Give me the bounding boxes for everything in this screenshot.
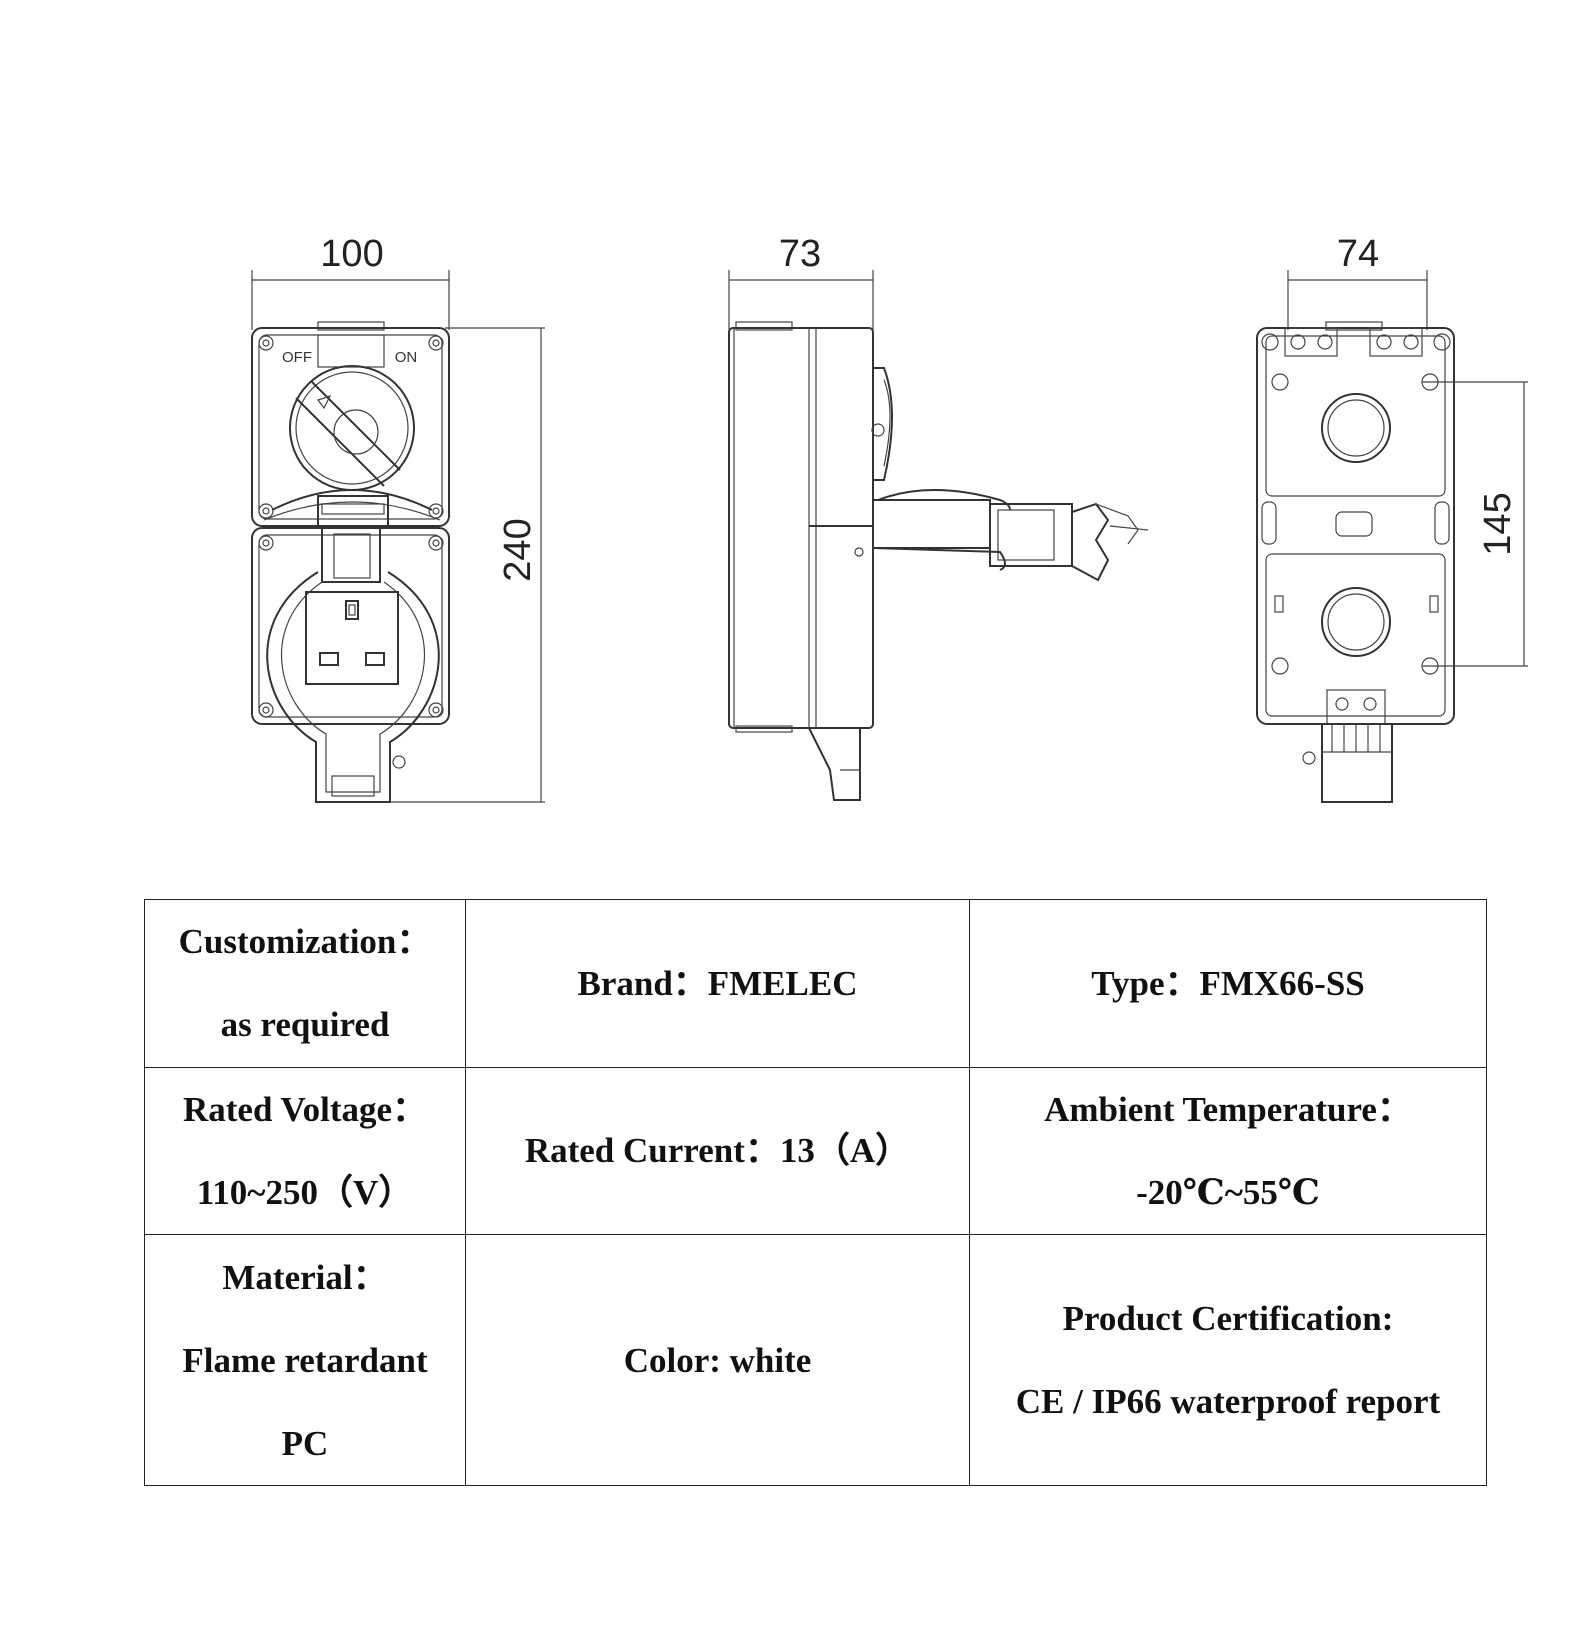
rated-voltage-label: Rated Voltage： xyxy=(182,1089,428,1129)
side-width-dimension: 73 xyxy=(779,233,821,275)
switch-on-label: ON xyxy=(395,349,418,366)
type-cell: Type：FMX66-SS xyxy=(969,899,1487,1068)
back-view: 74 145 xyxy=(1256,233,1528,803)
spec-table: Customization： as required Brand：FMELEC … xyxy=(144,899,1487,1486)
front-width-dimension: 100 xyxy=(320,233,383,275)
certification-cell: Product Certification: CE / IP66 waterpr… xyxy=(969,1234,1487,1486)
customization-label: Customization： xyxy=(178,922,432,962)
ambient-temperature-label: Ambient Temperature： xyxy=(1044,1089,1412,1129)
back-height-dimension: 145 xyxy=(1477,492,1519,555)
technical-drawing: 100 240 OFF ON xyxy=(251,233,1528,803)
table-row: Customization： as required Brand：FMELEC … xyxy=(144,899,1487,1068)
certification-label: Product Certification: xyxy=(1062,1299,1394,1339)
color-cell: Color: white xyxy=(465,1234,970,1486)
material-value-line1: Flame retardant xyxy=(182,1340,428,1380)
material-cell: Material： Flame retardant PC xyxy=(144,1234,466,1486)
rated-current-text: Rated Current：13（A） xyxy=(524,1131,911,1171)
brand-text: Brand：FMELEC xyxy=(577,963,858,1003)
ambient-temperature-cell: Ambient Temperature： -20℃~55℃ xyxy=(969,1066,1487,1236)
certification-value: CE / IP66 waterproof report xyxy=(1015,1382,1441,1422)
rated-current-cell: Rated Current：13（A） xyxy=(465,1066,970,1236)
side-view: 73 xyxy=(728,233,1149,801)
table-row: Material： Flame retardant PC Color: whit… xyxy=(144,1234,1487,1486)
customization-cell: Customization： as required xyxy=(144,899,466,1068)
table-row: Rated Voltage： 110~250（V） Rated Current：… xyxy=(144,1066,1487,1236)
rated-voltage-value: 110~250（V） xyxy=(196,1172,414,1212)
material-label: Material： xyxy=(222,1257,388,1297)
switch-off-label: OFF xyxy=(282,349,312,366)
back-width-dimension: 74 xyxy=(1337,233,1379,275)
customization-value: as required xyxy=(220,1005,390,1045)
front-view: 100 240 OFF ON xyxy=(251,233,545,803)
type-text: Type：FMX66-SS xyxy=(1091,963,1365,1003)
rated-voltage-cell: Rated Voltage： 110~250（V） xyxy=(144,1066,466,1236)
color-text: Color: white xyxy=(623,1340,812,1380)
material-value-line2: PC xyxy=(281,1423,329,1463)
brand-cell: Brand：FMELEC xyxy=(465,899,970,1068)
ambient-temperature-value: -20℃~55℃ xyxy=(1136,1172,1320,1212)
front-height-dimension: 240 xyxy=(497,518,539,581)
